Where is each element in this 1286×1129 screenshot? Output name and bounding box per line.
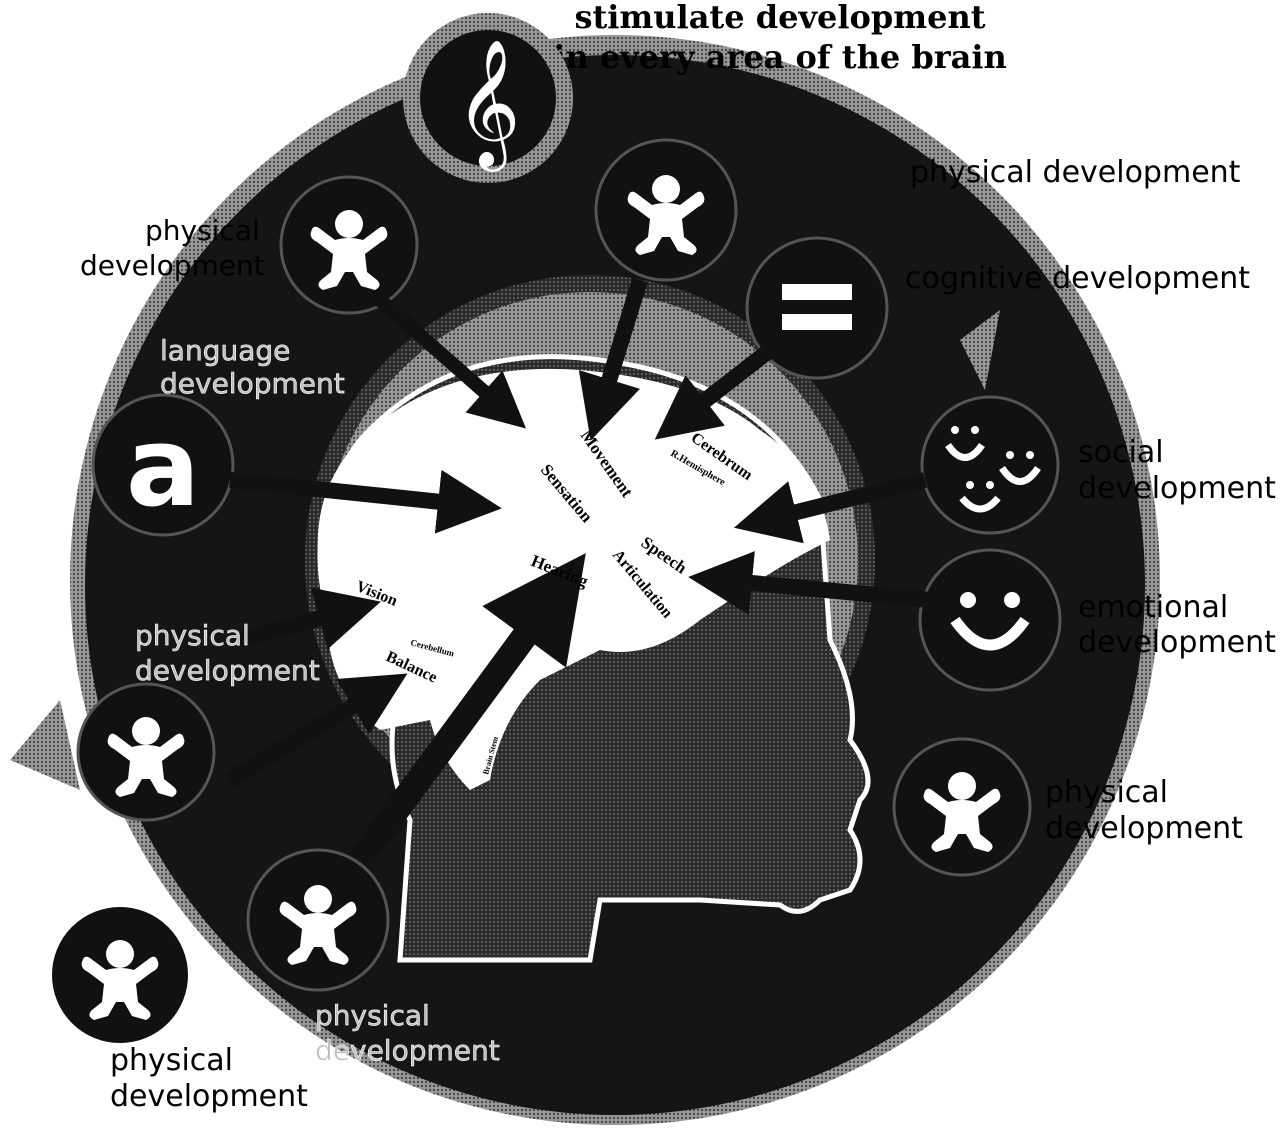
label-physical-right-line-1: physical: [1045, 775, 1168, 810]
label-language-line-2: development: [160, 367, 345, 400]
emotional-circle: [920, 550, 1060, 690]
label-social-line-1: social: [1078, 435, 1164, 470]
title-line-2: in every area of the brain: [553, 38, 1006, 76]
label-physical-mid-left-line-1: physical: [135, 619, 250, 652]
label-physical-top-left-line-2: development: [80, 249, 265, 282]
label-cognitive: cognitive development: [905, 261, 1250, 296]
treble-clef-icon: 𝄞: [455, 38, 520, 172]
label-emotional-line-2: development: [1078, 625, 1276, 660]
label-physical-mid-left-line-2: development: [135, 654, 320, 687]
title-line-1: stimulate development: [574, 0, 985, 36]
label-emotional-line-1: emotional: [1078, 590, 1228, 625]
letter-a-icon: a: [126, 403, 200, 531]
label-language-line-1: language: [160, 334, 290, 367]
equals-icon: [782, 284, 852, 300]
label-physical-bottom-center-line-1: physical: [315, 999, 430, 1032]
label-physical-top-right: physical development: [910, 155, 1241, 190]
label-physical-bottom-left-line-1: physical: [110, 1043, 233, 1078]
social-circle: [922, 397, 1058, 533]
label-social-line-2: development: [1078, 471, 1276, 506]
label-physical-bottom-center-line-2: development: [315, 1034, 500, 1067]
circular-arrow-left: [10, 700, 80, 790]
label-physical-right-line-2: development: [1045, 811, 1243, 846]
label-physical-bottom-left-line-2: development: [110, 1079, 308, 1114]
label-physical-top-left-line-1: physical: [145, 214, 260, 247]
